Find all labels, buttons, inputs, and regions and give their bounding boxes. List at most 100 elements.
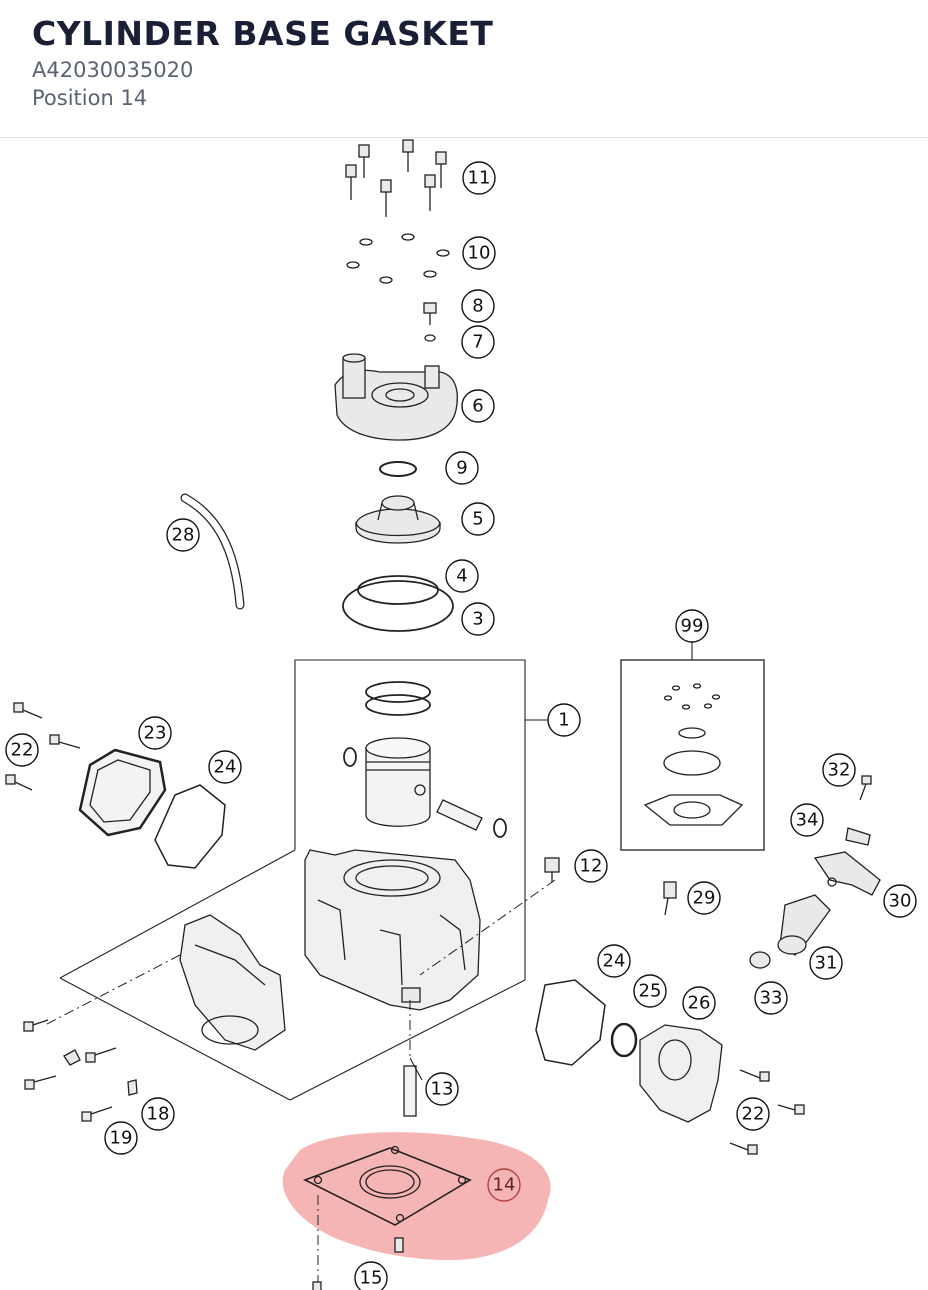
thermostat-housing[interactable]: [777, 894, 831, 956]
svg-text:7: 7: [472, 332, 483, 353]
piston[interactable]: [365, 737, 431, 827]
callout-24-left[interactable]: 24: [208, 750, 242, 784]
callout-14[interactable]: 14: [487, 1168, 521, 1202]
callout-25[interactable]: 25: [633, 974, 667, 1008]
cylinder[interactable]: [304, 849, 481, 1011]
part-number: A42030035020: [32, 58, 194, 82]
assembly-lines: [44, 879, 556, 1285]
callout-24-right[interactable]: 24: [597, 944, 631, 978]
svg-text:13: 13: [431, 1079, 454, 1100]
callout-5[interactable]: 5: [461, 502, 495, 536]
svg-text:26: 26: [688, 993, 711, 1014]
exhaust-control-cover[interactable]: [78, 748, 167, 837]
gasket-set-box[interactable]: [620, 640, 765, 851]
svg-text:4: 4: [456, 566, 467, 587]
head-o-ring-small[interactable]: [357, 575, 439, 605]
part-30[interactable]: [813, 851, 881, 896]
svg-text:1: 1: [558, 710, 569, 731]
svg-text:8: 8: [472, 296, 483, 317]
cylinder-head-washers[interactable]: [346, 233, 450, 284]
left-bolts[interactable]: [5, 702, 81, 791]
water-pump-o-ring[interactable]: [610, 1022, 638, 1058]
callout-19[interactable]: 19: [104, 1121, 138, 1155]
svg-text:9: 9: [456, 458, 467, 479]
piston-pin-clip-left[interactable]: [343, 747, 357, 767]
cylinder-nut[interactable]: [544, 857, 560, 882]
water-pump-gasket[interactable]: [535, 979, 606, 1066]
callout-4[interactable]: 4: [445, 559, 479, 593]
part-34[interactable]: [845, 827, 871, 846]
callout-30[interactable]: 30: [883, 884, 917, 918]
svg-text:6: 6: [472, 396, 483, 417]
svg-text:24: 24: [603, 951, 626, 972]
dowel-pin[interactable]: [403, 1065, 417, 1117]
temperature-sensor[interactable]: [663, 881, 677, 916]
o-ring[interactable]: [379, 461, 417, 477]
head-washer[interactable]: [424, 334, 436, 342]
head-nut[interactable]: [423, 302, 437, 325]
right-lower-bolts[interactable]: [729, 1069, 805, 1155]
callout-18[interactable]: 18: [141, 1097, 175, 1131]
piston-rings[interactable]: [365, 681, 431, 716]
cylinder-head-bolts[interactable]: [345, 139, 447, 217]
callout-15[interactable]: 15: [354, 1261, 388, 1290]
callout-13[interactable]: 13: [425, 1072, 459, 1106]
svg-text:22: 22: [11, 740, 34, 761]
stud[interactable]: [312, 1281, 322, 1290]
callout-22-left[interactable]: 22: [5, 733, 39, 767]
svg-text:32: 32: [828, 760, 851, 781]
leader-lines: [409, 1057, 423, 1081]
svg-text:28: 28: [172, 525, 195, 546]
svg-text:10: 10: [468, 243, 491, 264]
svg-text:99: 99: [681, 616, 704, 637]
piston-pin[interactable]: [436, 799, 483, 831]
svg-text:3: 3: [472, 609, 483, 630]
svg-text:12: 12: [580, 856, 603, 877]
lower-left-fasteners[interactable]: [23, 1019, 138, 1122]
exhaust-control-gasket[interactable]: [154, 784, 226, 869]
svg-text:5: 5: [472, 509, 483, 530]
callout-29[interactable]: 29: [687, 881, 721, 915]
callout-12[interactable]: 12: [574, 849, 608, 883]
svg-text:19: 19: [110, 1128, 133, 1149]
svg-text:33: 33: [760, 988, 783, 1009]
head-o-ring-large[interactable]: [342, 580, 454, 632]
svg-text:23: 23: [144, 723, 167, 744]
piston-pin-clip-right[interactable]: [493, 818, 507, 838]
callout-8[interactable]: 8: [461, 289, 495, 323]
cylinder-head[interactable]: [334, 353, 458, 441]
exhaust-flange[interactable]: [179, 914, 286, 1051]
cylinder-kit-frame: [59, 659, 548, 1101]
callout-33[interactable]: 33: [754, 981, 788, 1015]
water-pump-housing[interactable]: [639, 1024, 723, 1123]
highlight-area: [282, 1132, 551, 1261]
callout-6[interactable]: 6: [461, 389, 495, 423]
cap-33[interactable]: [749, 951, 771, 969]
callout-10[interactable]: 10: [462, 236, 496, 270]
svg-text:29: 29: [693, 888, 716, 909]
callout-99[interactable]: 99: [675, 609, 709, 643]
callout-31[interactable]: 31: [809, 946, 843, 980]
combustion-chamber-insert[interactable]: [355, 495, 441, 544]
svg-text:22: 22: [742, 1104, 765, 1125]
callout-34[interactable]: 34: [790, 803, 824, 837]
callout-22-right[interactable]: 22: [736, 1097, 770, 1131]
page-title: CYLINDER BASE GASKET: [32, 14, 494, 53]
svg-text:14: 14: [493, 1175, 516, 1196]
callout-26[interactable]: 26: [682, 986, 716, 1020]
callout-1[interactable]: 1: [547, 703, 581, 737]
page-header: CYLINDER BASE GASKET A42030035020 Positi…: [0, 0, 928, 138]
cylinder-base-gasket[interactable]: [303, 1145, 472, 1253]
callouts: 11 10 8 7 6 9 5 28 4 3 99 1 23 22 24 32 …: [5, 161, 917, 1290]
callout-9[interactable]: 9: [445, 451, 479, 485]
callout-28[interactable]: 28: [166, 518, 200, 552]
callout-32[interactable]: 32: [822, 753, 856, 787]
callout-11[interactable]: 11: [462, 161, 496, 195]
position-label: Position 14: [32, 86, 148, 110]
exploded-parts-diagram: 11 10 8 7 6 9 5 28 4 3 99 1 23 22 24 32 …: [5, 139, 917, 1290]
right-bolt-small[interactable]: [859, 775, 872, 801]
callout-7[interactable]: 7: [461, 325, 495, 359]
svg-text:25: 25: [639, 981, 662, 1002]
callout-23[interactable]: 23: [138, 716, 172, 750]
callout-3[interactable]: 3: [461, 602, 495, 636]
